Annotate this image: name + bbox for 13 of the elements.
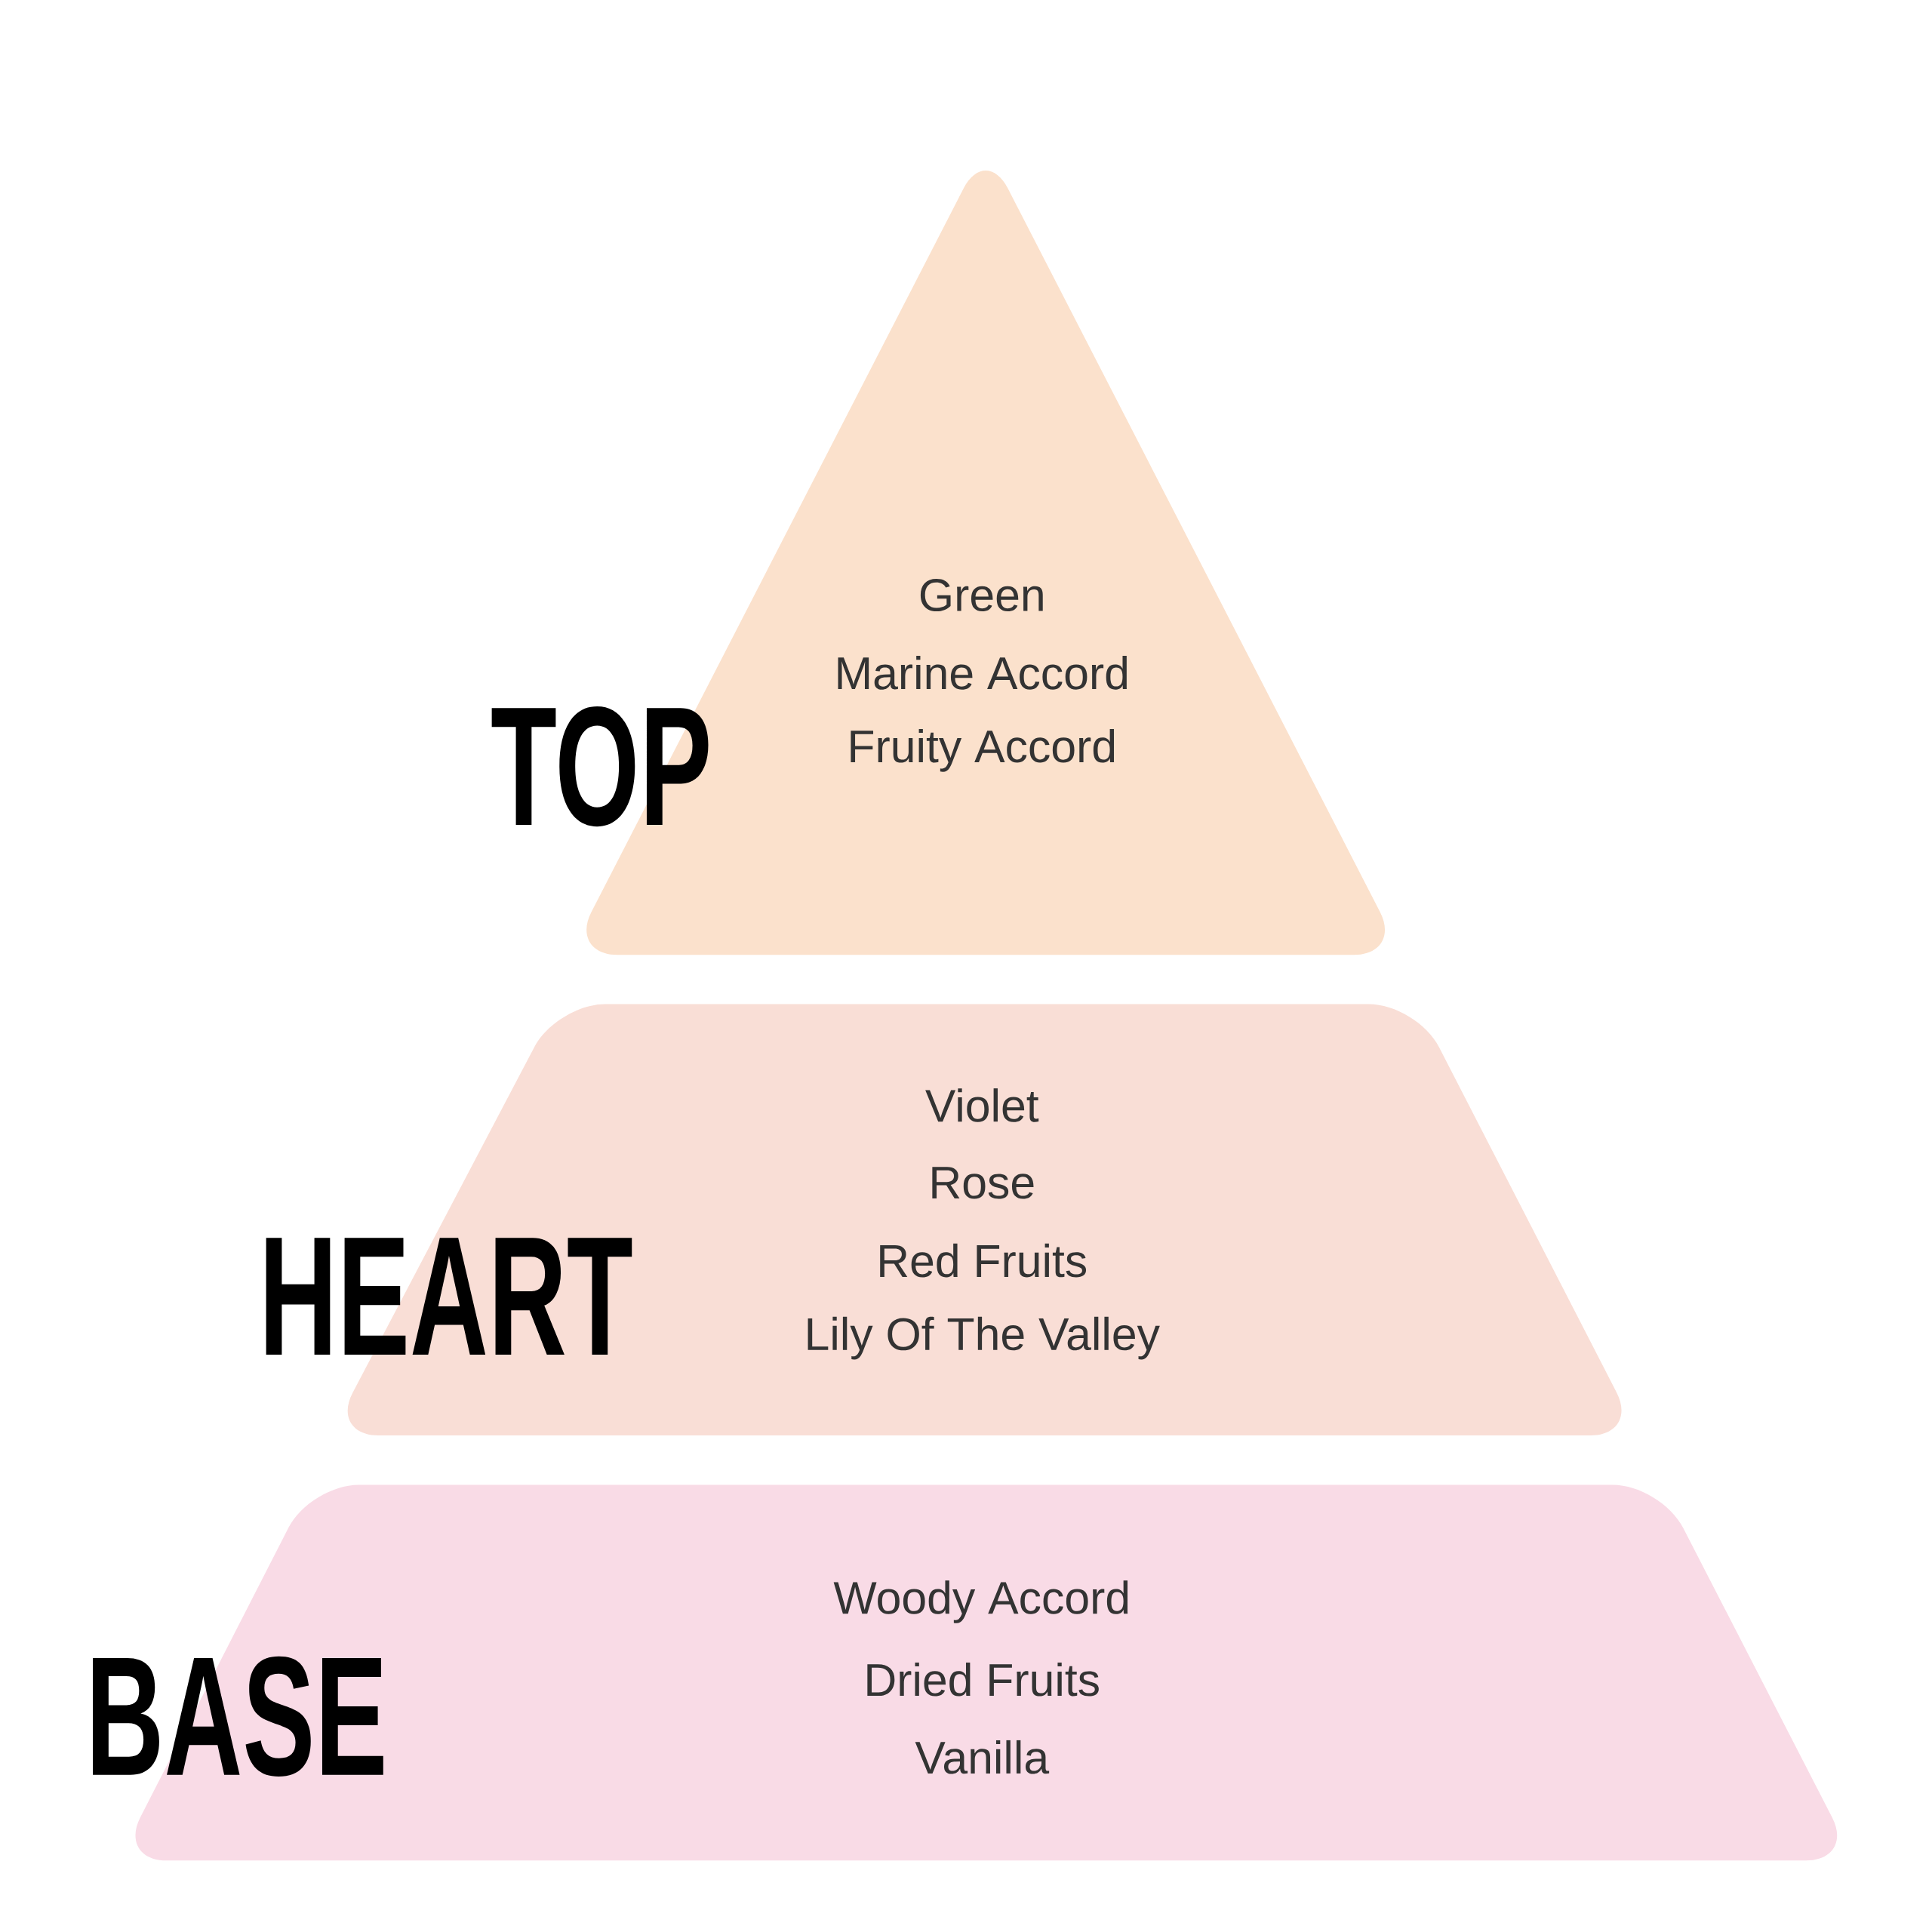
tier-heading: BASE <box>93 1656 383 1777</box>
note-item: Fruity Accord <box>851 729 1115 772</box>
note-item: Violet <box>925 1088 1039 1122</box>
note-item: Marine Accord <box>838 656 1127 690</box>
note-item: Rose <box>932 1167 1034 1199</box>
tier-heading: HEART <box>266 1238 632 1355</box>
note-item: Lily Of The Valley <box>808 1316 1160 1360</box>
note-item: Vanilla <box>915 1740 1050 1774</box>
note-item: Green <box>920 579 1043 612</box>
note-item: Dried Fruits <box>867 1663 1099 1697</box>
tier-heading: TOP <box>491 706 709 827</box>
note-item: Woody Accord <box>833 1580 1128 1623</box>
note-item: Red Fruits <box>880 1243 1087 1278</box>
